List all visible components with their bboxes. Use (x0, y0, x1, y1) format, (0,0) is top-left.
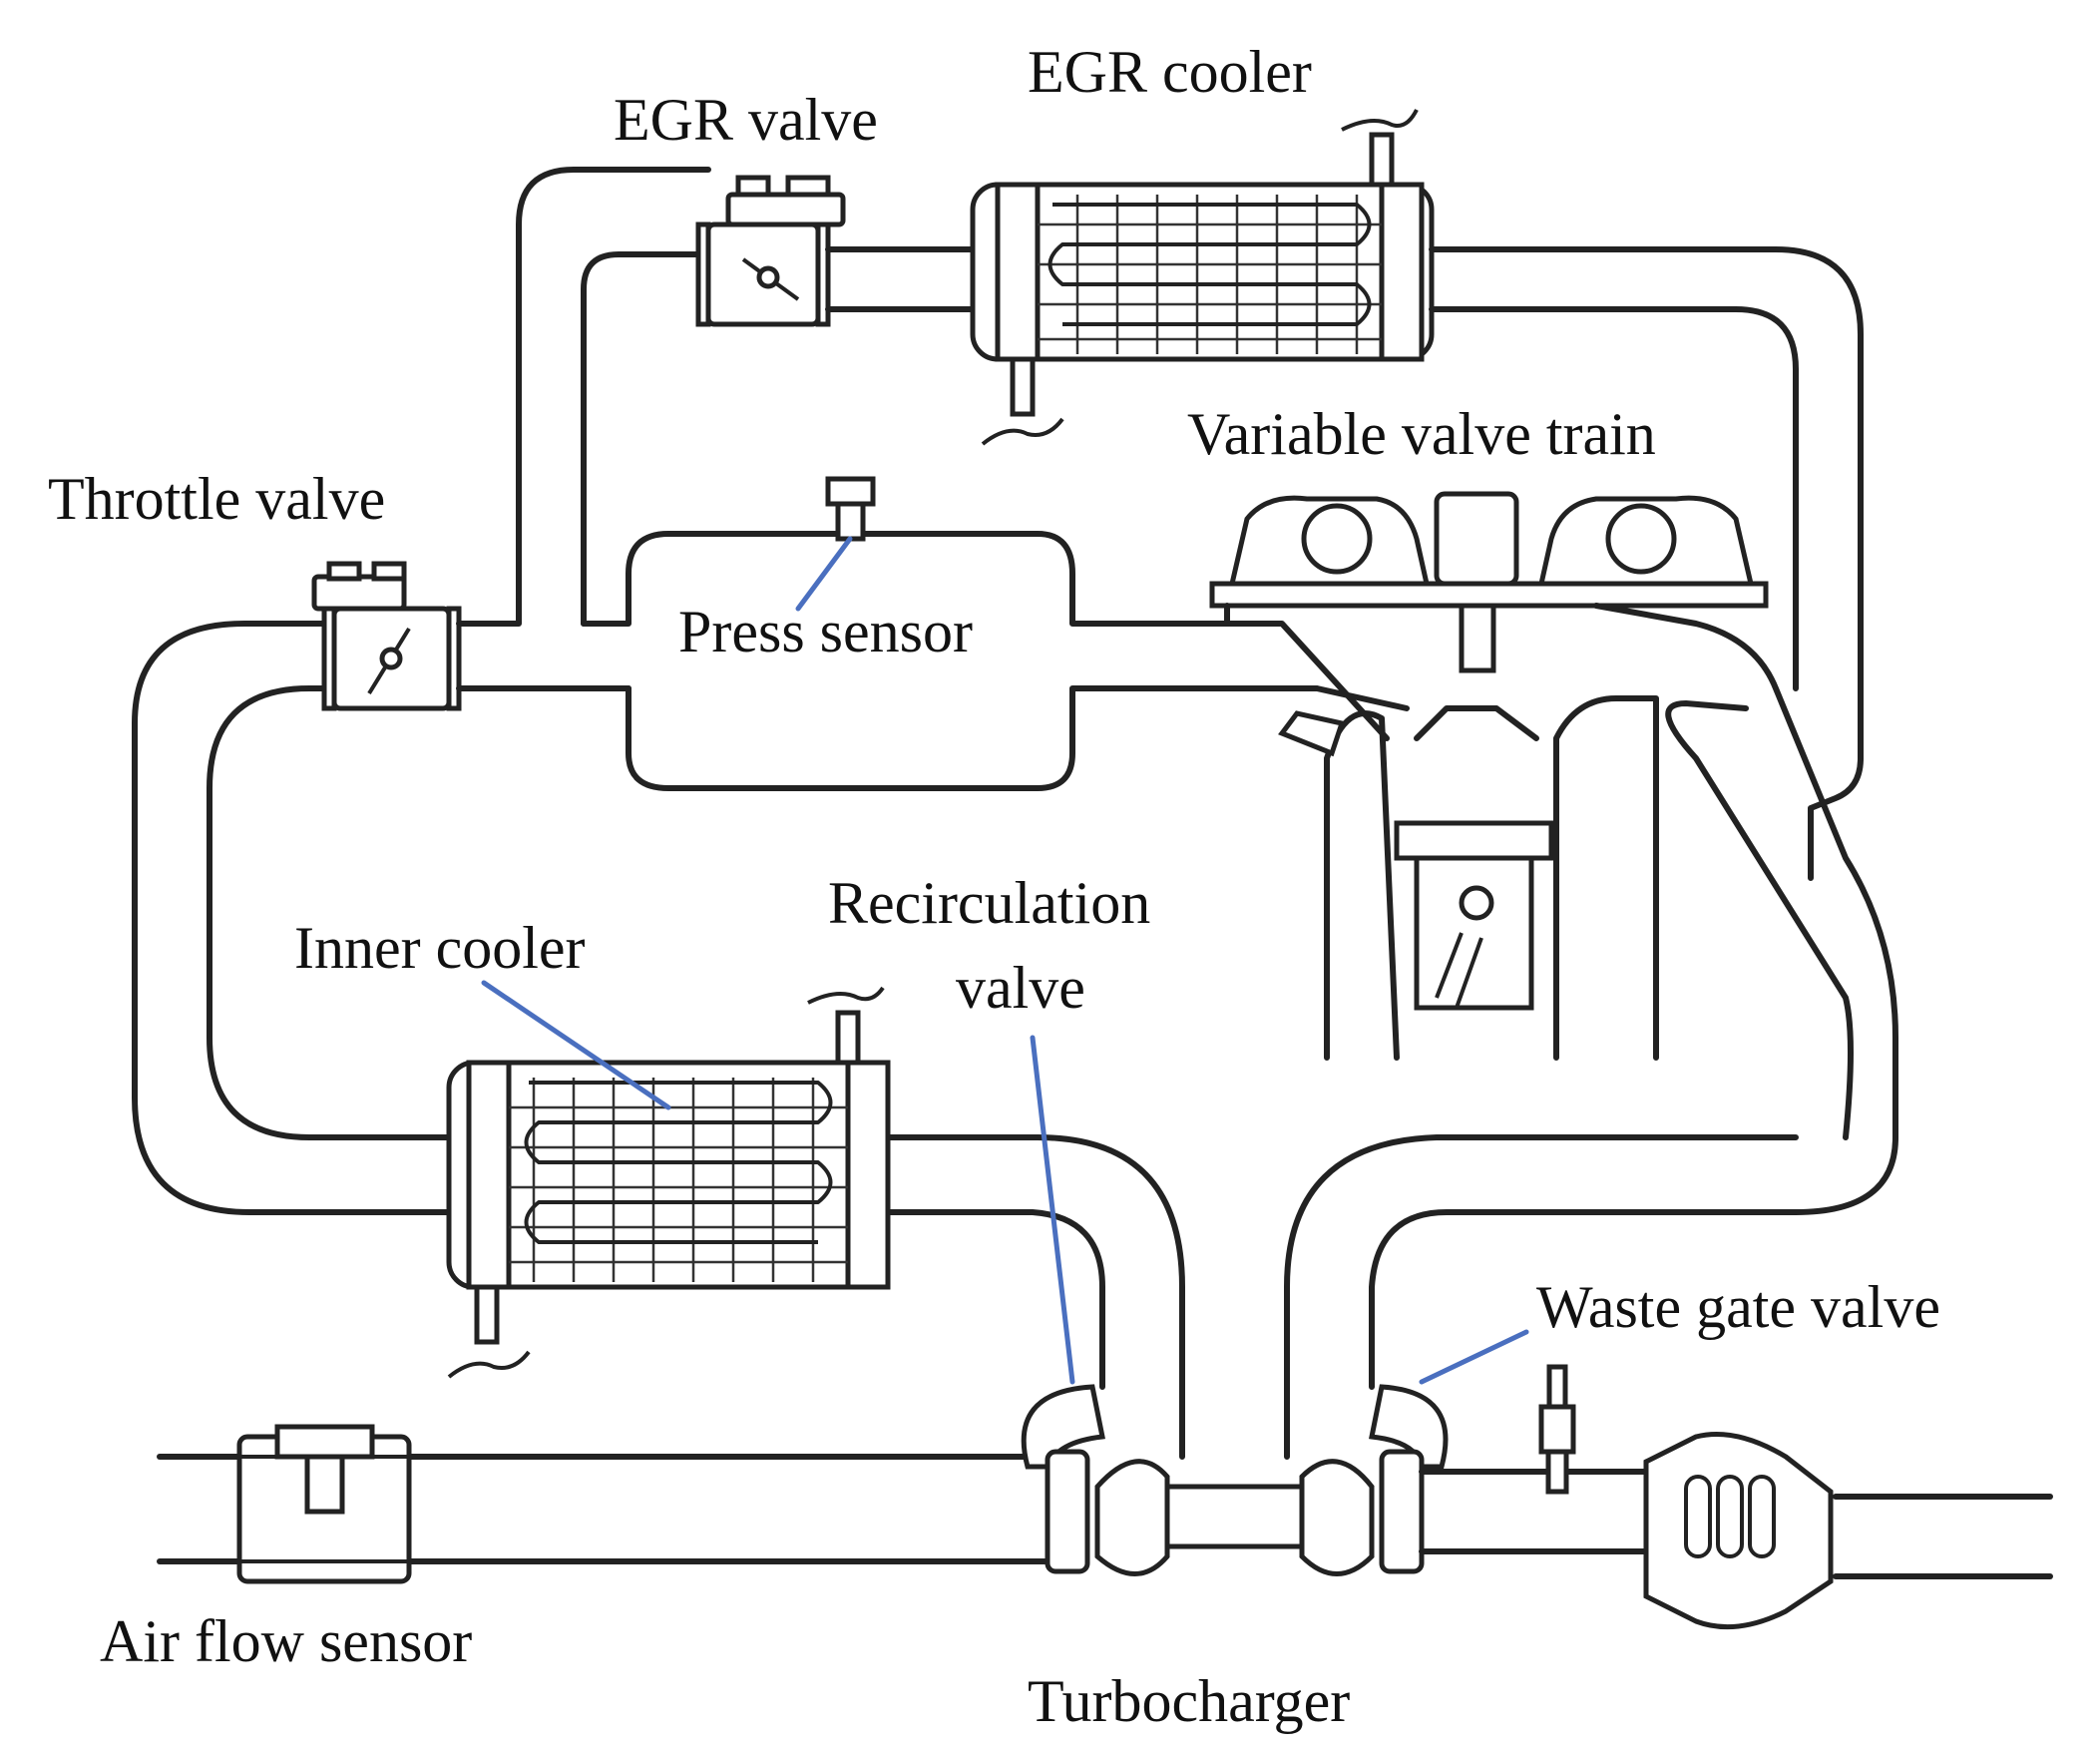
inner-cooler-leader (481, 980, 671, 1110)
egr-cooler (970, 109, 1435, 446)
label-recirculation-line1: Recirculation (828, 870, 1150, 936)
press-sensor (825, 476, 876, 542)
charge-air-pipe (132, 621, 452, 1215)
label-egr-valve: EGR valve (614, 87, 878, 153)
variable-valve-train (1209, 491, 1769, 673)
catalytic-converter (1643, 1432, 1834, 1630)
label-egr-cooler: EGR cooler (1028, 39, 1312, 105)
label-waste-gate-valve: Waste gate valve (1536, 1274, 1940, 1340)
label-throttle-valve: Throttle valve (48, 466, 385, 532)
waste-gate-valve-leader (1419, 1329, 1529, 1385)
oxygen-sensor (1538, 1364, 1576, 1495)
label-press-sensor: Press sensor (678, 599, 973, 664)
leader-lines (481, 536, 1529, 1385)
turbocharger (885, 1134, 1799, 1576)
engine-block (1224, 603, 1898, 1215)
throttle-valve (311, 561, 462, 711)
exhaust-pipe (1419, 1469, 2053, 1579)
air-flow-sensor (236, 1424, 412, 1584)
label-recirculation-line2: valve (956, 955, 1085, 1021)
recirculation-valve-leader (1030, 1035, 1075, 1385)
label-turbocharger: Turbocharger (1028, 1668, 1350, 1734)
press-sensor-leader (795, 536, 853, 612)
label-variable-valve-train: Variable valve train (1187, 401, 1656, 467)
label-inner-cooler: Inner cooler (294, 915, 586, 981)
egr-valve (695, 175, 976, 327)
egr-pipe (1429, 246, 1864, 881)
inner-cooler (446, 986, 891, 1379)
label-air-flow-sensor: Air flow sensor (100, 1608, 472, 1674)
